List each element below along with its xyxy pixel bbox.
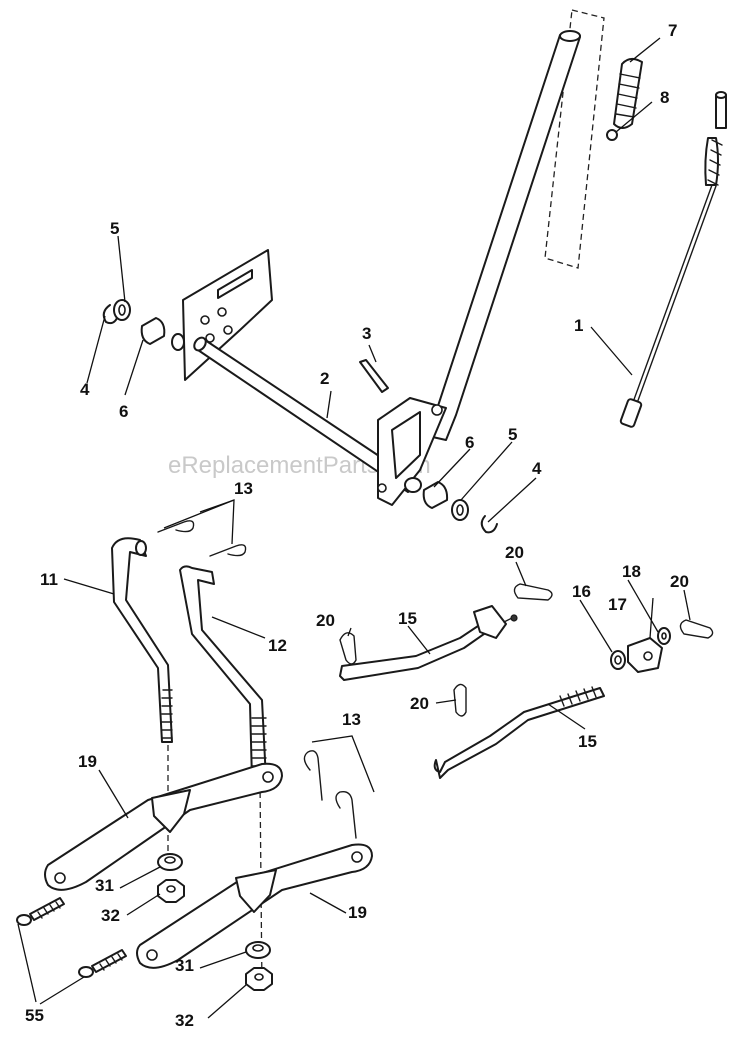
handle-grip-part bbox=[606, 58, 643, 141]
eyebolts-part bbox=[16, 897, 127, 978]
hairpin-20-right bbox=[679, 619, 714, 639]
callout-6-left: 6 bbox=[119, 402, 128, 421]
callout-13-upper: 13 bbox=[234, 479, 253, 498]
callout-15-upper: 15 bbox=[398, 609, 417, 628]
callout-15-lower: 15 bbox=[578, 732, 597, 751]
callout-32-upper: 32 bbox=[101, 906, 120, 925]
callout-19-lower: 19 bbox=[348, 903, 367, 922]
callout-20-lower: 20 bbox=[410, 694, 429, 713]
callout-8: 8 bbox=[660, 88, 669, 107]
callout-32-lower: 32 bbox=[175, 1011, 194, 1030]
rod-15-upper bbox=[339, 605, 518, 681]
bushing-nut-upper bbox=[157, 853, 185, 903]
lift-arm-upper bbox=[44, 762, 283, 891]
callout-18: 18 bbox=[622, 562, 641, 581]
hairpin-clips-upper bbox=[157, 520, 247, 557]
lift-link-11 bbox=[111, 537, 173, 743]
callout-12: 12 bbox=[268, 636, 287, 655]
callout-20-left: 20 bbox=[316, 611, 335, 630]
callout-6-right: 6 bbox=[465, 433, 474, 452]
callout-20-top: 20 bbox=[505, 543, 524, 562]
hairpin-20-lower bbox=[453, 683, 467, 717]
lift-link-12 bbox=[179, 565, 267, 781]
leader-lines bbox=[17, 37, 691, 1019]
rod-15-lower bbox=[433, 686, 605, 779]
handle-bracket bbox=[377, 397, 447, 506]
callout-31-lower: 31 bbox=[175, 956, 194, 975]
callout-17: 17 bbox=[608, 595, 627, 614]
lift-rod-part bbox=[619, 91, 727, 428]
callout-4-left: 4 bbox=[80, 380, 90, 399]
left-shaft-hardware bbox=[102, 299, 166, 345]
hairpin-clips-lower bbox=[303, 750, 357, 839]
callout-5-left: 5 bbox=[110, 219, 119, 238]
lift-arm-lower bbox=[136, 843, 373, 969]
callout-1: 1 bbox=[574, 316, 583, 335]
callout-3: 3 bbox=[362, 324, 371, 343]
hairpin-20-left bbox=[339, 632, 357, 665]
callout-55: 55 bbox=[25, 1006, 44, 1025]
callout-11: 11 bbox=[40, 570, 58, 589]
bushing-nut-lower bbox=[245, 941, 273, 991]
callout-19-upper: 19 bbox=[78, 752, 97, 771]
shaft-pin-part bbox=[359, 359, 389, 393]
trunnion-hardware bbox=[610, 627, 671, 673]
right-shaft-hardware bbox=[404, 477, 498, 534]
callout-4-right: 4 bbox=[532, 459, 542, 478]
lift-handle bbox=[427, 30, 581, 441]
callout-16: 16 bbox=[572, 582, 591, 601]
hairpin-20-top bbox=[513, 583, 553, 601]
callout-5-right: 5 bbox=[508, 425, 517, 444]
callout-20-right: 20 bbox=[670, 572, 689, 591]
handle-sleeve-outline bbox=[544, 9, 605, 269]
callout-labels: 1 2 3 4 4 5 5 6 6 7 8 11 12 13 13 15 15 … bbox=[25, 21, 689, 1030]
callout-7: 7 bbox=[668, 21, 677, 40]
callout-2: 2 bbox=[320, 369, 329, 388]
callout-13-lower: 13 bbox=[342, 710, 361, 729]
callout-31-upper: 31 bbox=[95, 876, 114, 895]
